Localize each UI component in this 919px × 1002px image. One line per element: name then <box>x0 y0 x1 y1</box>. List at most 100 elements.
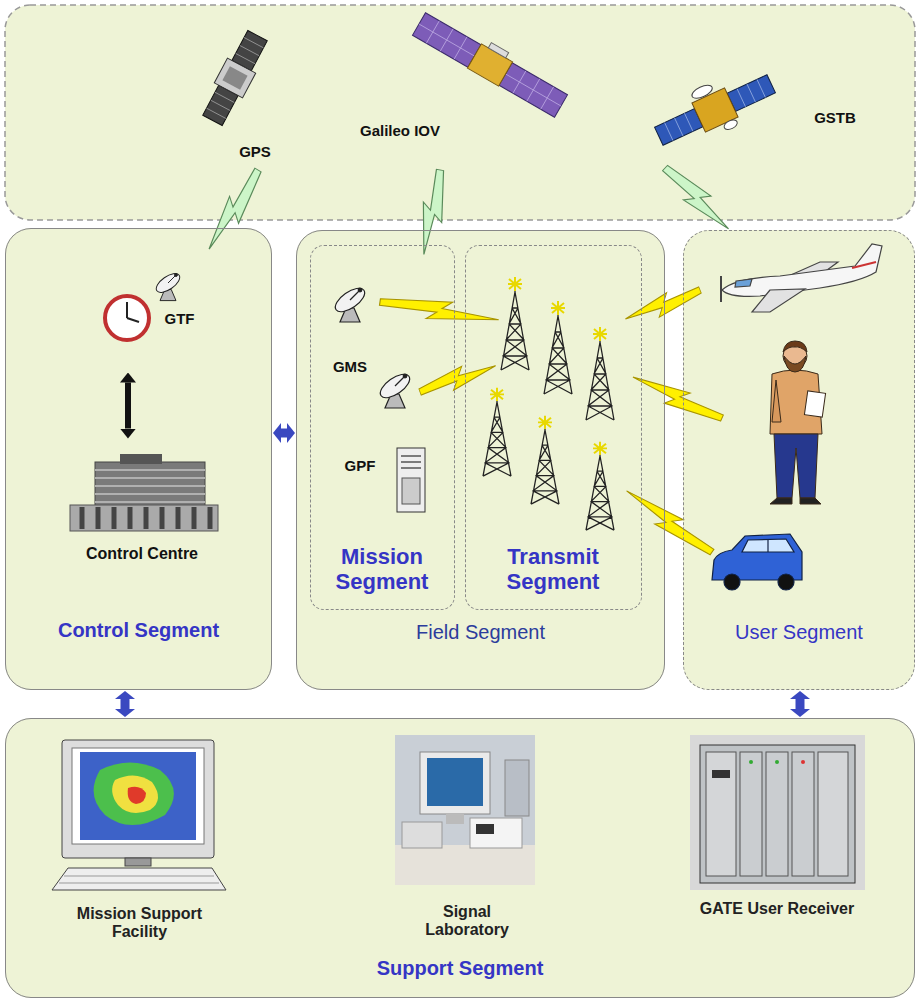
sub-segment-box: Transmit Segment <box>465 245 642 610</box>
radio-bolt <box>628 369 726 427</box>
support-facility: GATE User Receiver <box>680 730 875 945</box>
airplane-icon <box>735 279 752 287</box>
double-arrow <box>796 699 805 709</box>
gstb-satellite <box>690 83 714 101</box>
clock-icon <box>105 296 149 340</box>
person-icon <box>783 341 807 352</box>
station-label: GPF <box>345 457 376 474</box>
sub-segment-box: Mission Segment <box>310 245 455 610</box>
server-icon <box>397 448 425 512</box>
computer-icon <box>128 787 146 804</box>
segment-fill <box>5 718 915 998</box>
space-band <box>5 5 915 220</box>
segment-fill <box>5 228 915 998</box>
node-label: Signal Laboratory <box>415 903 520 940</box>
radio-bolt <box>379 292 501 328</box>
receiver-photo <box>690 735 865 890</box>
laboratory-photo <box>395 845 535 885</box>
gps-satellite <box>214 58 255 98</box>
computer-icon <box>59 876 219 883</box>
laboratory-photo <box>395 735 535 885</box>
computer-icon <box>80 752 196 840</box>
receiver-photo <box>749 760 753 764</box>
transmitter-tower <box>483 277 614 530</box>
receiver-photo <box>740 752 762 876</box>
transmitter-tower <box>501 277 529 370</box>
node-label: User Segment <box>684 621 914 644</box>
support-facility: Mission Support Facility <box>40 730 240 946</box>
gstb-satellite <box>665 79 766 140</box>
computer-icon <box>52 740 226 890</box>
laboratory-photo <box>476 824 494 834</box>
radio-bolt <box>622 281 704 329</box>
person-icon <box>770 341 826 504</box>
radio-bolt <box>417 355 499 401</box>
building-icon <box>70 454 218 531</box>
station-label: GMS <box>333 358 367 375</box>
segment-fill <box>683 230 915 690</box>
laboratory-photo <box>427 758 483 806</box>
airplane-icon <box>720 276 722 302</box>
connector-layer <box>125 383 800 710</box>
segment-panel: GTF Control CentreControl Segment <box>5 228 272 690</box>
receiver-photo <box>766 752 788 876</box>
signal-bolt <box>201 160 737 256</box>
car-icon <box>767 540 768 552</box>
radio-bolt <box>620 484 717 560</box>
galileo-satellite <box>488 43 508 58</box>
node-label: Mission Support Facility <box>60 905 220 942</box>
dish-icon <box>153 270 413 408</box>
galileo-satellite <box>412 7 571 118</box>
person-icon <box>784 356 806 372</box>
node-label: GATE User Receiver <box>700 900 855 918</box>
person-icon <box>774 434 818 498</box>
receiver-photo <box>792 752 814 876</box>
signal-bolt <box>658 160 737 236</box>
person-icon <box>804 391 825 417</box>
dish-icon <box>376 370 413 408</box>
segment-panel: Mission Support Facility Signal Laborator… <box>5 718 915 998</box>
person-icon <box>770 498 821 504</box>
receiver-photo <box>818 752 848 876</box>
gps-satellite <box>207 38 264 119</box>
support-facility: Signal Laboratory <box>385 730 550 945</box>
receiver-photo <box>712 770 730 778</box>
transmitter-tower <box>531 416 559 504</box>
clock-icon <box>126 302 128 318</box>
building-icon <box>82 507 210 529</box>
airplane-icon <box>721 244 882 312</box>
satellite-label: Galileo IOV <box>360 122 440 139</box>
car-icon <box>742 539 794 552</box>
node-label: Support Segment <box>6 957 914 980</box>
galileo-satellite <box>467 44 512 86</box>
computer-icon <box>72 748 204 844</box>
clock-icon <box>127 318 139 322</box>
node-label: Mission Segment <box>311 544 454 595</box>
double-arrow <box>125 383 131 429</box>
segment-fill <box>296 230 665 690</box>
gps-satellite <box>198 28 271 128</box>
server-icon <box>402 478 420 504</box>
computer-icon <box>125 858 151 866</box>
clock-station: GTF <box>95 265 210 372</box>
node-label: Control Centre <box>50 545 235 563</box>
segment-fill <box>5 228 272 690</box>
laboratory-photo <box>420 752 490 814</box>
car-icon <box>778 574 794 590</box>
dish-icon <box>153 270 183 301</box>
dish-icon <box>331 284 368 322</box>
car-icon <box>712 534 802 590</box>
receiver-photo <box>706 752 736 876</box>
computer-icon <box>112 775 158 813</box>
signal-bolt <box>201 164 267 255</box>
control-centre: Control Centre <box>50 440 235 570</box>
car-icon <box>724 574 740 590</box>
galileo-satellite <box>412 13 567 118</box>
gstb-satellite <box>723 118 739 131</box>
airplane-icon <box>852 262 876 268</box>
laboratory-photo <box>505 760 529 816</box>
satellite-label: GSTB <box>814 109 856 126</box>
node-label: Control Segment <box>6 619 271 642</box>
